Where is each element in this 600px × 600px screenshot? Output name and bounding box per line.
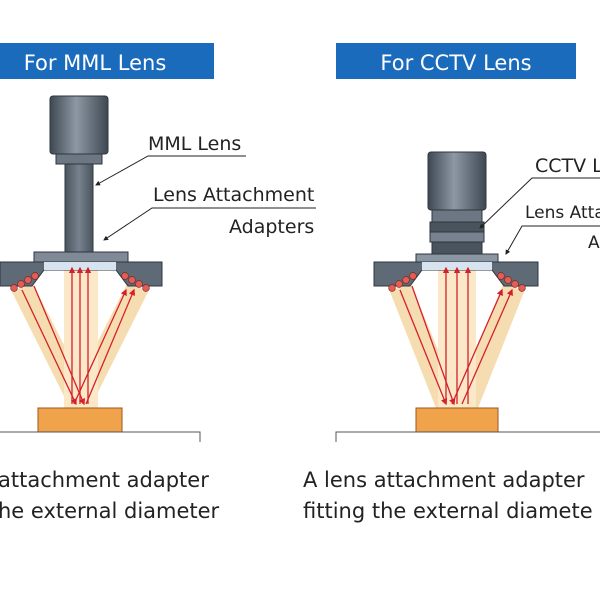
left-target-object [37,407,123,433]
right-leds-r [497,272,526,292]
right-adapter [415,253,499,263]
left-caption-2: he external diameter [0,499,220,523]
left-ring-light [0,261,163,292]
mml-lens-head [49,95,109,155]
left-panel: For MML Lens [0,43,316,523]
right-panel: For CCTV Lens [303,43,600,523]
right-caption-1: A lens attachment adapter [303,468,585,492]
right-stage-line [335,431,600,442]
left-adapter-label-2: Adapters [229,216,314,238]
left-leds-r [121,272,150,292]
cctv-lens-barrel [429,209,485,255]
left-adapter [33,251,129,263]
right-title-bar [336,43,576,79]
right-lens-leader [479,177,600,229]
right-leds-l [388,272,417,292]
left-stage-line [0,431,201,442]
cctv-camera-body [427,151,487,211]
right-rays [399,266,513,406]
right-adapter-leader [505,225,600,255]
right-lens-label: CCTV L [535,155,600,177]
left-adapter-leader [103,207,316,241]
right-ring-light [373,261,539,292]
right-caption-2: fitting the external diamete [303,499,593,523]
right-target-object [415,407,499,433]
right-title: For CCTV Lens [380,51,531,75]
mml-lens-tube [64,163,94,257]
left-lens-label: MML Lens [148,133,241,155]
left-title: For MML Lens [24,51,167,75]
left-caption-1: attachment adapter [0,468,209,492]
right-adapter-label-2: A [588,233,600,253]
left-lens-leader [95,155,246,186]
left-leds-l [10,272,39,292]
right-adapter-label-1: Lens Atta [525,203,600,223]
left-adapter-label-1: Lens Attachment [153,184,314,206]
left-title-bar [0,43,214,79]
left-rays [21,266,135,406]
